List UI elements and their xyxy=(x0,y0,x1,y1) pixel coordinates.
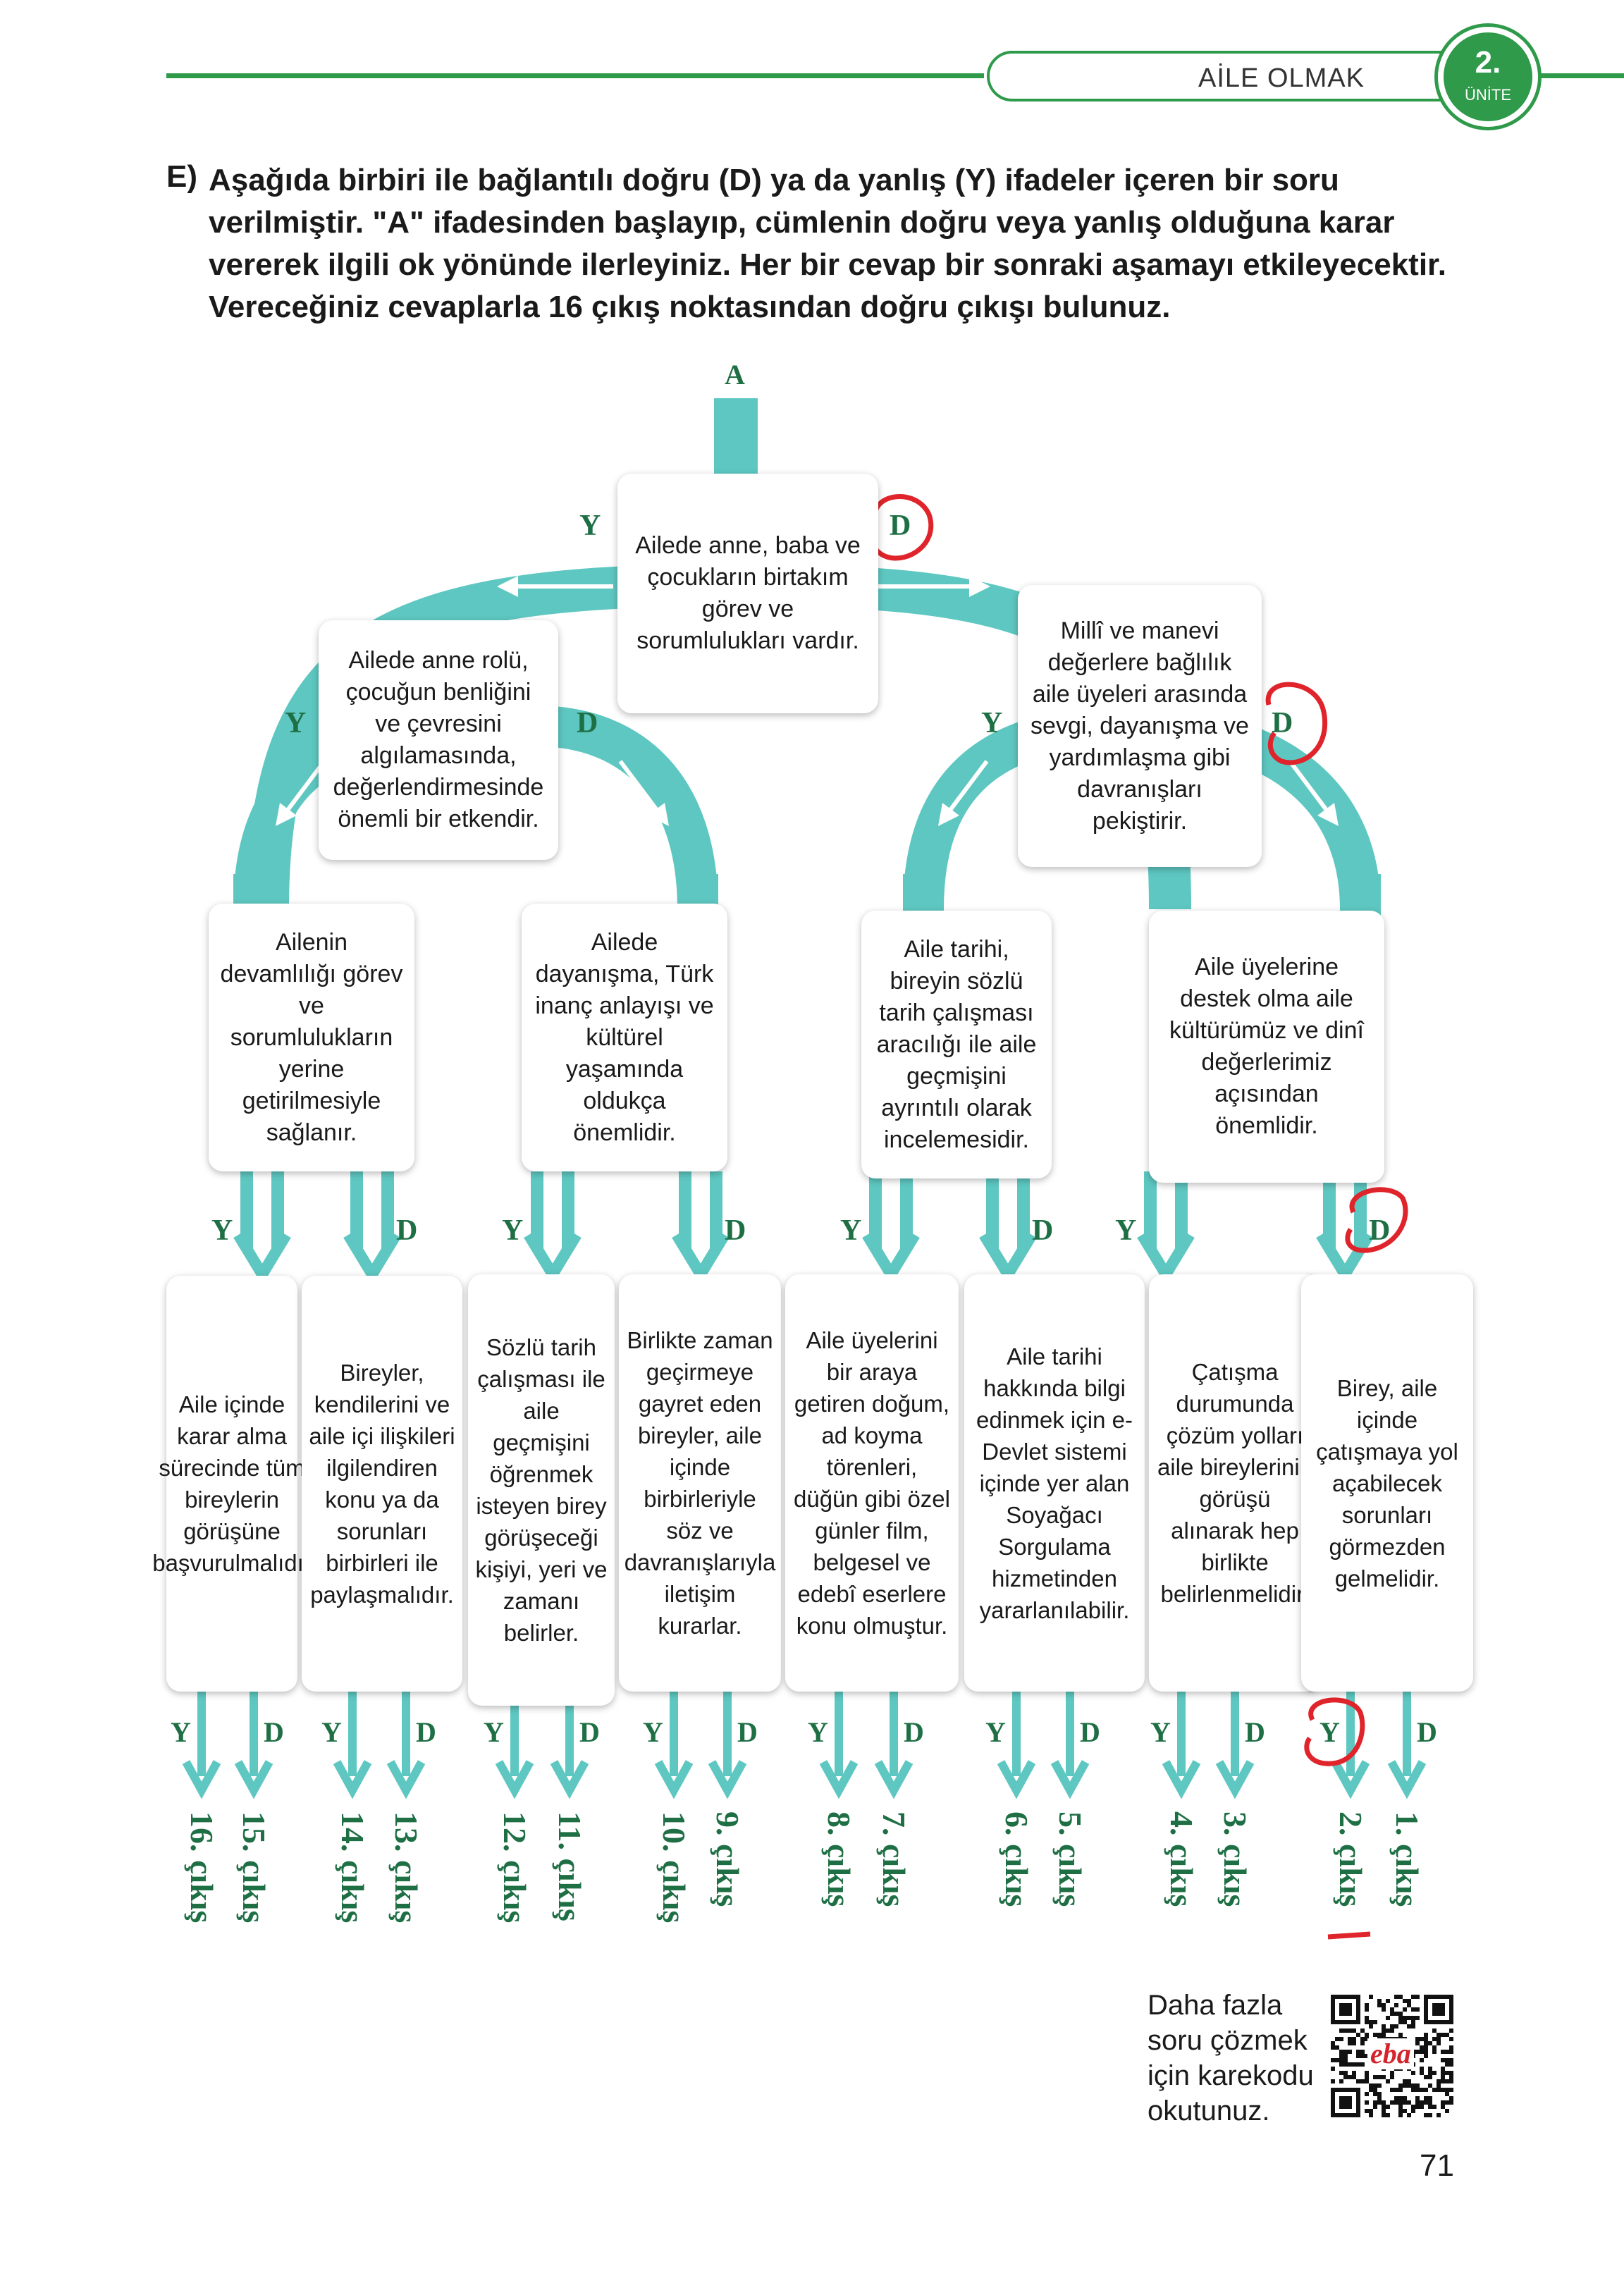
no-label-exit-10: D xyxy=(904,1716,924,1748)
yes-label-exit-13: Y xyxy=(1150,1716,1171,1748)
question-label: E) xyxy=(166,159,197,194)
yes-label-exit-11: Y xyxy=(985,1716,1006,1748)
no-label-exit-12: D xyxy=(1080,1716,1100,1748)
yes-label-exit-1: Y xyxy=(171,1716,191,1748)
exit-14: 3. çıkış xyxy=(1217,1811,1253,1907)
level3-statement-1: Aile içinde karar alma sürecinde tüm bir… xyxy=(152,1276,312,1692)
exit-3: 14. çıkış xyxy=(335,1811,371,1923)
l1-right-yes: Y xyxy=(981,707,1003,739)
level2-statement-4: Aile üyelerine destek olma aile kültürüm… xyxy=(1149,911,1384,1183)
yes-label-exit-15: Y xyxy=(1320,1716,1340,1748)
no-label-exit-2: D xyxy=(264,1716,284,1748)
qr-code[interactable] xyxy=(1331,1995,1453,2117)
unit-number: 2. xyxy=(1475,45,1501,80)
yes-label-exit-5: Y xyxy=(484,1716,504,1748)
level3-statement-3: Sözlü tarih çalışması ile aile geçmişini… xyxy=(468,1274,615,1706)
root-yes-label: Y xyxy=(579,510,601,542)
no-label-exit-16: D xyxy=(1417,1716,1437,1748)
exit-4: 13. çıkış xyxy=(388,1811,424,1923)
exit-15: 2. çıkış xyxy=(1333,1811,1369,1907)
exit-2: 15. çıkış xyxy=(236,1811,272,1923)
exit-13: 4. çıkış xyxy=(1164,1811,1200,1907)
question-text: Aşağıda birbiri ile bağlantılı doğru (D)… xyxy=(209,163,1446,324)
exit-6: 11. çıkış xyxy=(552,1811,588,1921)
exit-5: 12. çıkış xyxy=(497,1811,533,1923)
level2-statement-3: Aile tarihi, bireyin sözlü tarih çalışma… xyxy=(861,911,1052,1178)
level2-statement-2: Ailede dayanışma, Türk inanç anlayışı ve… xyxy=(522,904,727,1171)
level3-statement-4: Birlikte zaman geçirmeye gayret eden bir… xyxy=(619,1274,781,1692)
level3-statement-2: Bireyler, kendilerini ve aile içi ilişki… xyxy=(302,1276,462,1692)
level2-statement-1: Ailenin devamlılığı görev ve sorumlulukl… xyxy=(209,904,414,1171)
exit-8: 9. çıkış xyxy=(710,1811,746,1907)
exit-10: 7. çıkış xyxy=(876,1811,912,1907)
eba-logo: eba xyxy=(1367,2038,1414,2069)
l1-right-no: D xyxy=(1272,707,1293,739)
no-label-exit-8: D xyxy=(737,1716,758,1748)
level1-statement-right: Millî ve manevi değerlere bağlılık aile … xyxy=(1018,585,1262,867)
exit-1: 16. çıkış xyxy=(184,1811,220,1923)
no-label-l2-1: D xyxy=(396,1214,418,1247)
exit-7: 10. çıkış xyxy=(656,1811,692,1923)
root-no-label: D xyxy=(890,510,911,542)
exit-11: 6. çıkış xyxy=(999,1811,1035,1907)
unit-label: ÜNİTE xyxy=(1465,86,1511,104)
yes-label-exit-7: Y xyxy=(643,1716,663,1748)
yes-label-exit-3: Y xyxy=(321,1716,342,1748)
level1-statement-left: Ailede anne rolü, çocuğun benliğini ve ç… xyxy=(319,620,558,860)
level3-statement-6: Aile tarihi hakkında bilgi edinmek için … xyxy=(964,1274,1145,1692)
header-rule xyxy=(166,73,984,78)
yes-label-l2-1: Y xyxy=(211,1214,233,1247)
exit-9: 8. çıkış xyxy=(821,1811,857,1907)
unit-title-pill: AİLE OLMAK xyxy=(987,51,1473,101)
qr-caption: Daha fazla soru çözmek için karekodu oku… xyxy=(1148,1990,1314,2126)
no-label-exit-14: D xyxy=(1245,1716,1265,1748)
l1-left-yes: Y xyxy=(285,707,307,739)
start-label: A xyxy=(725,359,745,390)
yes-label-l2-2: Y xyxy=(502,1214,524,1247)
yes-label-exit-9: Y xyxy=(808,1716,828,1748)
header-rule-right xyxy=(1537,73,1624,78)
level3-statement-8: Birey, aile içinde çatışmaya yol açabile… xyxy=(1301,1274,1473,1692)
yes-label-l2-4: Y xyxy=(1115,1214,1137,1247)
unit-title: AİLE OLMAK xyxy=(1198,63,1365,93)
exit-12: 5. çıkış xyxy=(1052,1811,1088,1907)
level3-statement-7: Çatışma durumunda çözüm yolları aile bir… xyxy=(1149,1274,1321,1692)
level3-statement-5: Aile üyelerini bir araya getiren doğum, … xyxy=(785,1274,959,1692)
unit-badge: 2. ÜNİTE xyxy=(1438,27,1538,127)
no-label-l2-3: D xyxy=(1032,1214,1054,1247)
yes-label-l2-3: Y xyxy=(840,1214,862,1247)
no-label-exit-6: D xyxy=(579,1716,600,1748)
page-number: 71 xyxy=(1420,2148,1454,2183)
no-label-l2-4: D xyxy=(1369,1214,1391,1247)
root-statement: Ailede anne, baba ve çocukların birtakım… xyxy=(617,474,878,713)
exit-16: 1. çıkış xyxy=(1389,1811,1425,1907)
no-label-l2-2: D xyxy=(725,1214,746,1247)
no-label-exit-4: D xyxy=(416,1716,436,1748)
l1-left-no: D xyxy=(577,707,598,739)
